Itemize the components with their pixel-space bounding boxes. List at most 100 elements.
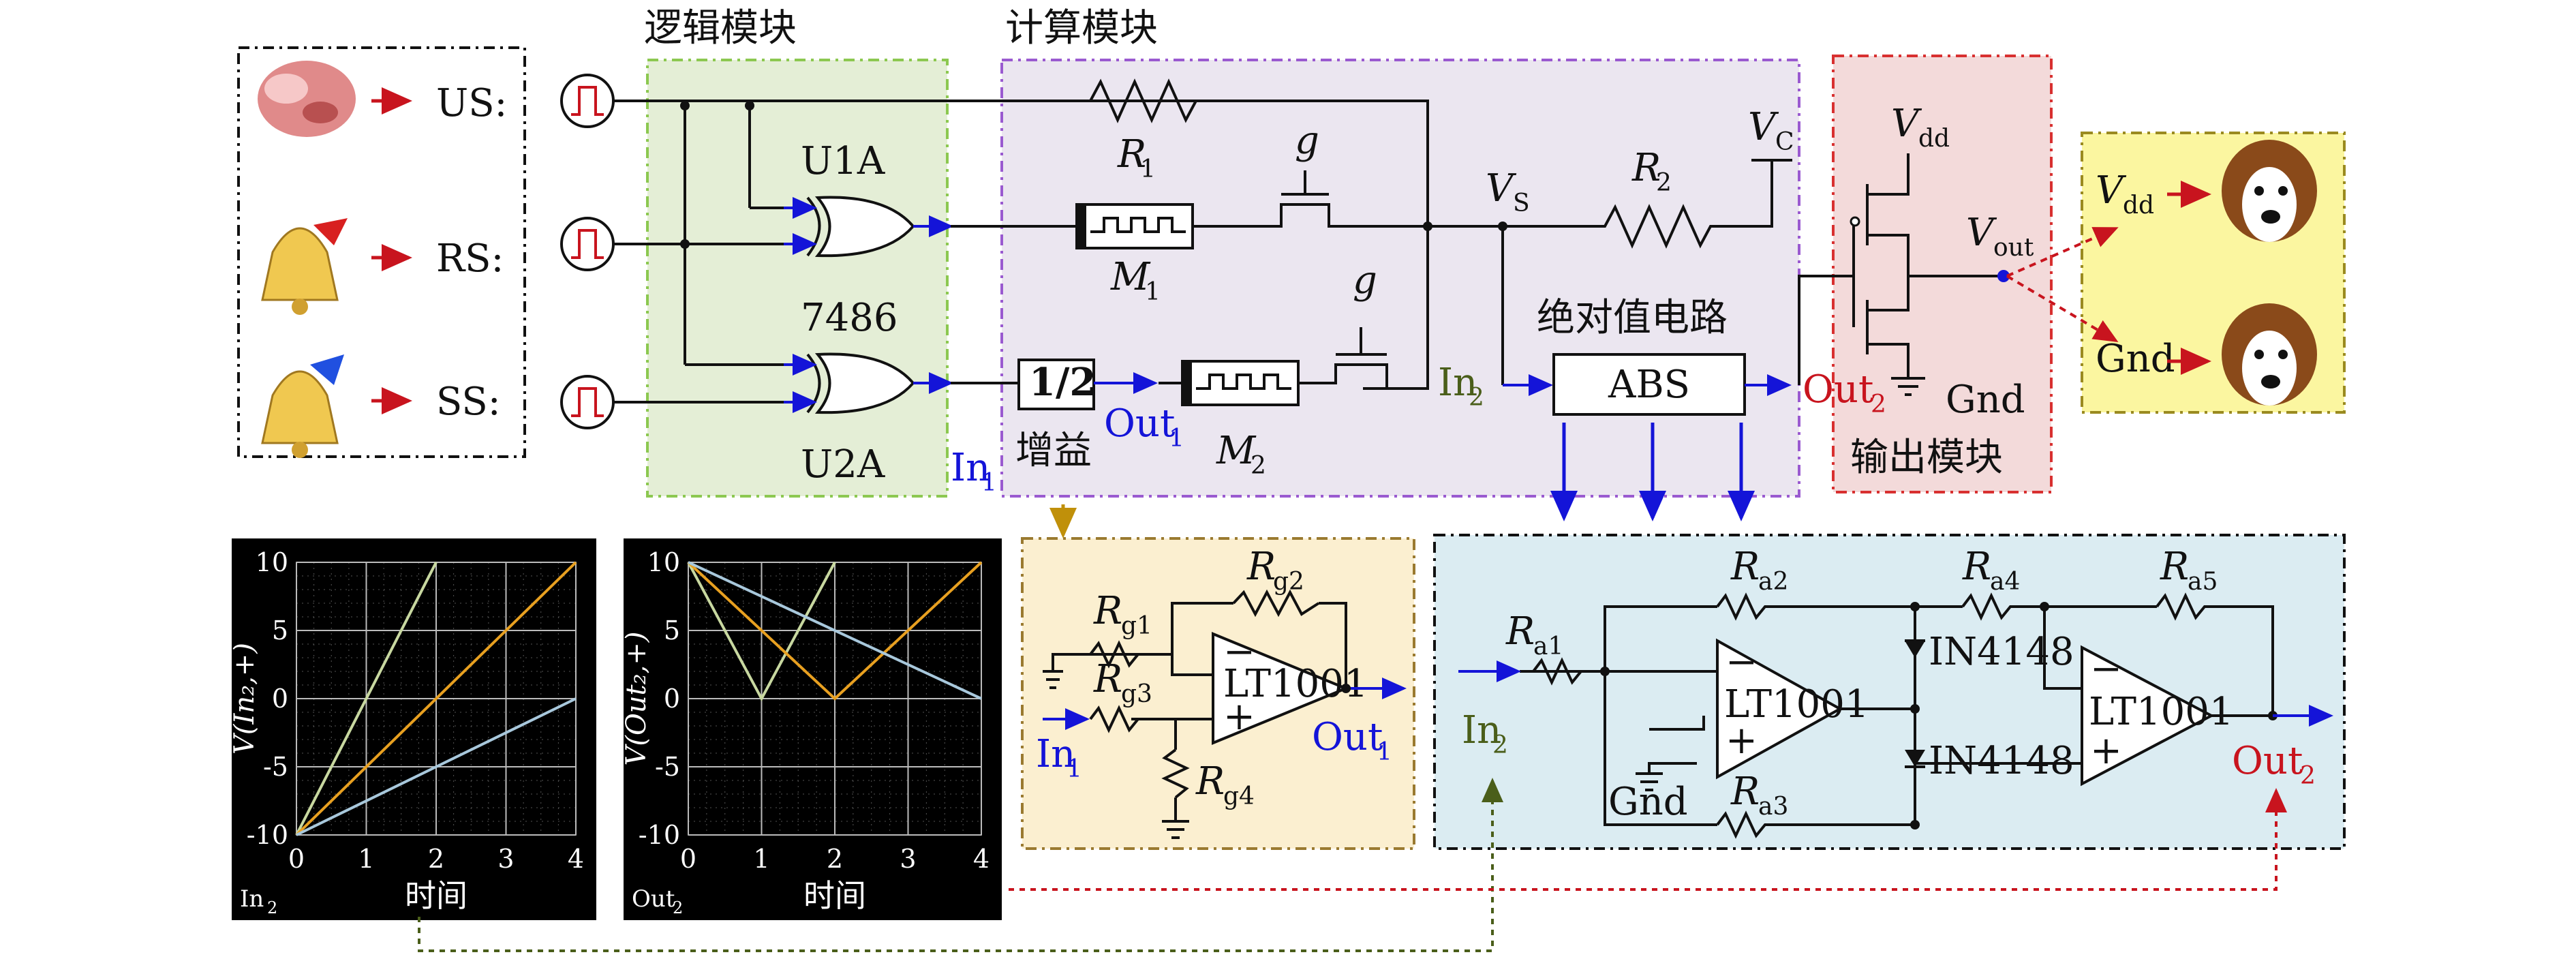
svg-text:Out: Out [2232, 739, 2303, 783]
diode-1 [1905, 639, 1925, 658]
dog-gnd-label: Gnd [2096, 337, 2175, 381]
svg-text:R: R [1195, 759, 1225, 804]
svg-text:1: 1 [1169, 425, 1184, 453]
svg-text:R: R [1962, 545, 1991, 589]
series-line [688, 561, 982, 700]
svg-text:V: V [1486, 166, 1517, 211]
input-rs-label: RS: [436, 237, 504, 281]
diode-2-label: IN4148 [1929, 739, 2074, 783]
svg-text:V: V [2096, 168, 2127, 213]
y-tick-label: 0 [272, 684, 288, 714]
svg-text:V: V [1891, 102, 1922, 146]
rg2-label: Rg2 [1246, 545, 1304, 596]
gain-circuit-wires [1043, 602, 1347, 839]
abs-block: ABS [1552, 353, 1746, 416]
ra5-label: Ra5 [2160, 545, 2218, 596]
x-axis-label: 时间 [803, 877, 866, 914]
corner-label: In [240, 885, 264, 913]
bell-red-icon [261, 218, 348, 315]
gate-u1a-label: U1A [801, 139, 885, 183]
svg-text:R: R [1631, 146, 1661, 190]
output-module-box [1832, 55, 2053, 493]
chip-7486-label: 7486 [801, 296, 898, 340]
svg-text:LT1001: LT1001 [1724, 682, 1869, 727]
gain-half-box: 1/2 [1017, 359, 1096, 410]
svg-text:V: V [1748, 105, 1779, 149]
pulse-source-ss [560, 375, 615, 429]
x-tick-label: 2 [428, 844, 444, 874]
svg-text:In: In [951, 446, 990, 490]
in1-label: In 1 [951, 446, 997, 497]
x-tick-label: 1 [753, 844, 769, 874]
dog-vdd-label: V dd [2096, 168, 2154, 219]
abs-circuit-box [1433, 534, 2346, 850]
corner-label-sub: 2 [673, 898, 683, 917]
output-module-title: 输出模块 [1850, 436, 2003, 480]
svg-text:1: 1 [1377, 738, 1392, 766]
x-tick-label: 4 [568, 844, 584, 874]
svg-text:LT1001: LT1001 [1223, 662, 1368, 706]
diode-2 [1905, 750, 1925, 768]
svg-text:R: R [1730, 770, 1760, 814]
g2-label: g [1353, 258, 1377, 303]
series-line [687, 561, 983, 701]
svg-text:R: R [2160, 545, 2189, 589]
resistor-r2 [1588, 160, 1773, 249]
svg-text:+: + [1726, 718, 1758, 763]
abs-circuit-title: 绝对值电路 [1537, 296, 1728, 340]
diode-1-label: IN4148 [1929, 630, 2074, 674]
y-axis-label: V(In₂,+) [229, 643, 260, 755]
svg-text:V: V [1966, 211, 1997, 255]
ra2-label: Ra2 [1730, 545, 1788, 596]
cmos-inverter [1798, 153, 2004, 396]
resistor-rg1 [1089, 640, 1139, 669]
y-tick-label: 5 [272, 615, 288, 645]
svg-text:2: 2 [1251, 452, 1266, 480]
y-tick-label: -5 [263, 752, 288, 782]
svg-text:M: M [1216, 429, 1257, 473]
svg-text:dd: dd [2123, 192, 2154, 219]
y-tick-label: -10 [247, 820, 288, 850]
svg-text:a1: a1 [1533, 633, 1563, 660]
gate-u2a-label: U2A [801, 442, 885, 487]
resistor-ra3 [1716, 810, 1775, 839]
compute-module-title: 计算模块 [1005, 6, 1158, 50]
y-axis-label: V(Out₂,+) [621, 632, 652, 766]
corner-label: Out [632, 885, 675, 913]
memristor-m2 [1181, 360, 1300, 406]
x-tick-label: 0 [288, 844, 305, 874]
series-line [687, 562, 836, 702]
svg-text:In: In [1036, 732, 1075, 776]
resistor-ra1 [1532, 657, 1582, 686]
vc-label: V C [1748, 105, 1794, 156]
svg-text:1/2: 1/2 [1029, 360, 1096, 405]
resistor-ra5 [2156, 592, 2228, 621]
vs-label: V S [1486, 166, 1530, 217]
series-line [295, 561, 577, 836]
pulse-source-us [560, 74, 615, 128]
m2-label: M 2 [1216, 429, 1266, 480]
memristor-m1 [1075, 203, 1194, 249]
x-tick-label: 4 [973, 844, 990, 874]
svg-text:a5: a5 [2188, 568, 2218, 596]
svg-text:R: R [1093, 589, 1122, 633]
logic-module-title: 逻辑模块 [644, 6, 797, 50]
abs-in2-label: In2 [1462, 708, 1508, 759]
ra4-label: Ra4 [1962, 545, 2020, 596]
svg-text:a2: a2 [1758, 568, 1788, 596]
opamp-gain: − + LT1001 [1212, 630, 1368, 745]
ra3-label: Ra3 [1730, 770, 1788, 821]
svg-text:a4: a4 [1990, 568, 2020, 596]
svg-text:2: 2 [1656, 169, 1672, 197]
svg-text:1: 1 [1140, 155, 1156, 183]
svg-text:g3: g3 [1121, 680, 1152, 708]
y-tick-label: 10 [647, 547, 680, 577]
out1-label: Out 1 [1104, 401, 1184, 453]
resistor-ra2 [1716, 592, 1775, 621]
x-tick-label: 1 [358, 844, 374, 874]
switch-g1 [1268, 170, 1428, 228]
in2-label: In 2 [1438, 361, 1484, 412]
x-tick-label: 3 [497, 844, 514, 874]
